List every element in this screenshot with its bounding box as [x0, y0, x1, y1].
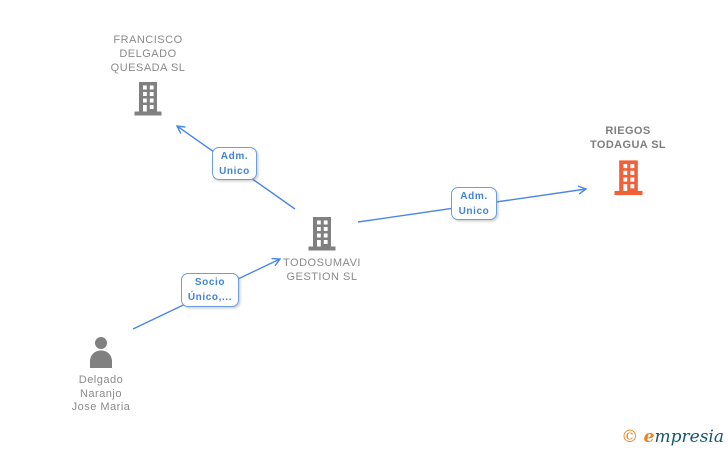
edge-label-line: Adm.: [460, 190, 488, 202]
logo-letter-e: e: [643, 427, 655, 447]
company-building-icon: [134, 82, 162, 116]
node-company-todosumavi-gestion[interactable]: TODOSUMAVI GESTION SL: [262, 216, 382, 284]
node-person-delgado-naranjo[interactable]: Delgado Naranjo Jose Maria: [41, 336, 161, 415]
node-label-line: Delgado: [78, 374, 124, 386]
node-label-line: TODAGUA SL: [589, 139, 667, 151]
logo-text: mpresia: [654, 427, 725, 447]
person-icon: [90, 337, 112, 368]
node-label: TODOSUMAVI GESTION SL: [283, 256, 361, 284]
node-label-line: GESTION SL: [286, 271, 358, 283]
edge-label-line: Socio: [194, 277, 226, 288]
edge-label-line: Unico: [458, 205, 490, 217]
edge-label-adm-unico-right: Adm. Unico: [451, 187, 497, 220]
node-label-line: DELGADO: [119, 48, 177, 60]
node-label-line: Jose Maria: [71, 401, 131, 413]
node-label: RIEGOS TODAGUA SL: [590, 124, 666, 152]
node-label: Delgado Naranjo Jose Maria: [72, 374, 131, 415]
edge-label-socio-unico: Socio Único,...: [181, 273, 239, 307]
copyright-symbol: ©: [621, 427, 639, 447]
edge-label-line: Unico: [219, 165, 250, 177]
node-company-riegos-todagua[interactable]: RIEGOS TODAGUA SL: [568, 124, 688, 196]
node-label-line: QUESADA SL: [110, 62, 186, 74]
node-label-line: FRANCISCO: [113, 34, 183, 46]
node-company-francisco-delgado-quesada[interactable]: FRANCISCO DELGADO QUESADA SL: [88, 33, 208, 116]
company-building-icon-highlighted: [614, 160, 642, 196]
edge-label-line: Adm.: [220, 150, 249, 162]
empresia-logo[interactable]: © empresia: [621, 427, 724, 447]
node-label-line: TODOSUMAVI: [283, 257, 361, 269]
edge-label-adm-unico-left: Adm. Unico: [212, 147, 257, 180]
node-label-line: RIEGOS: [605, 125, 651, 137]
node-label: FRANCISCO DELGADO QUESADA SL: [111, 33, 186, 75]
company-building-icon: [308, 217, 336, 251]
edge-label-line: Único,...: [187, 292, 233, 303]
node-label-line: Naranjo: [79, 387, 122, 400]
